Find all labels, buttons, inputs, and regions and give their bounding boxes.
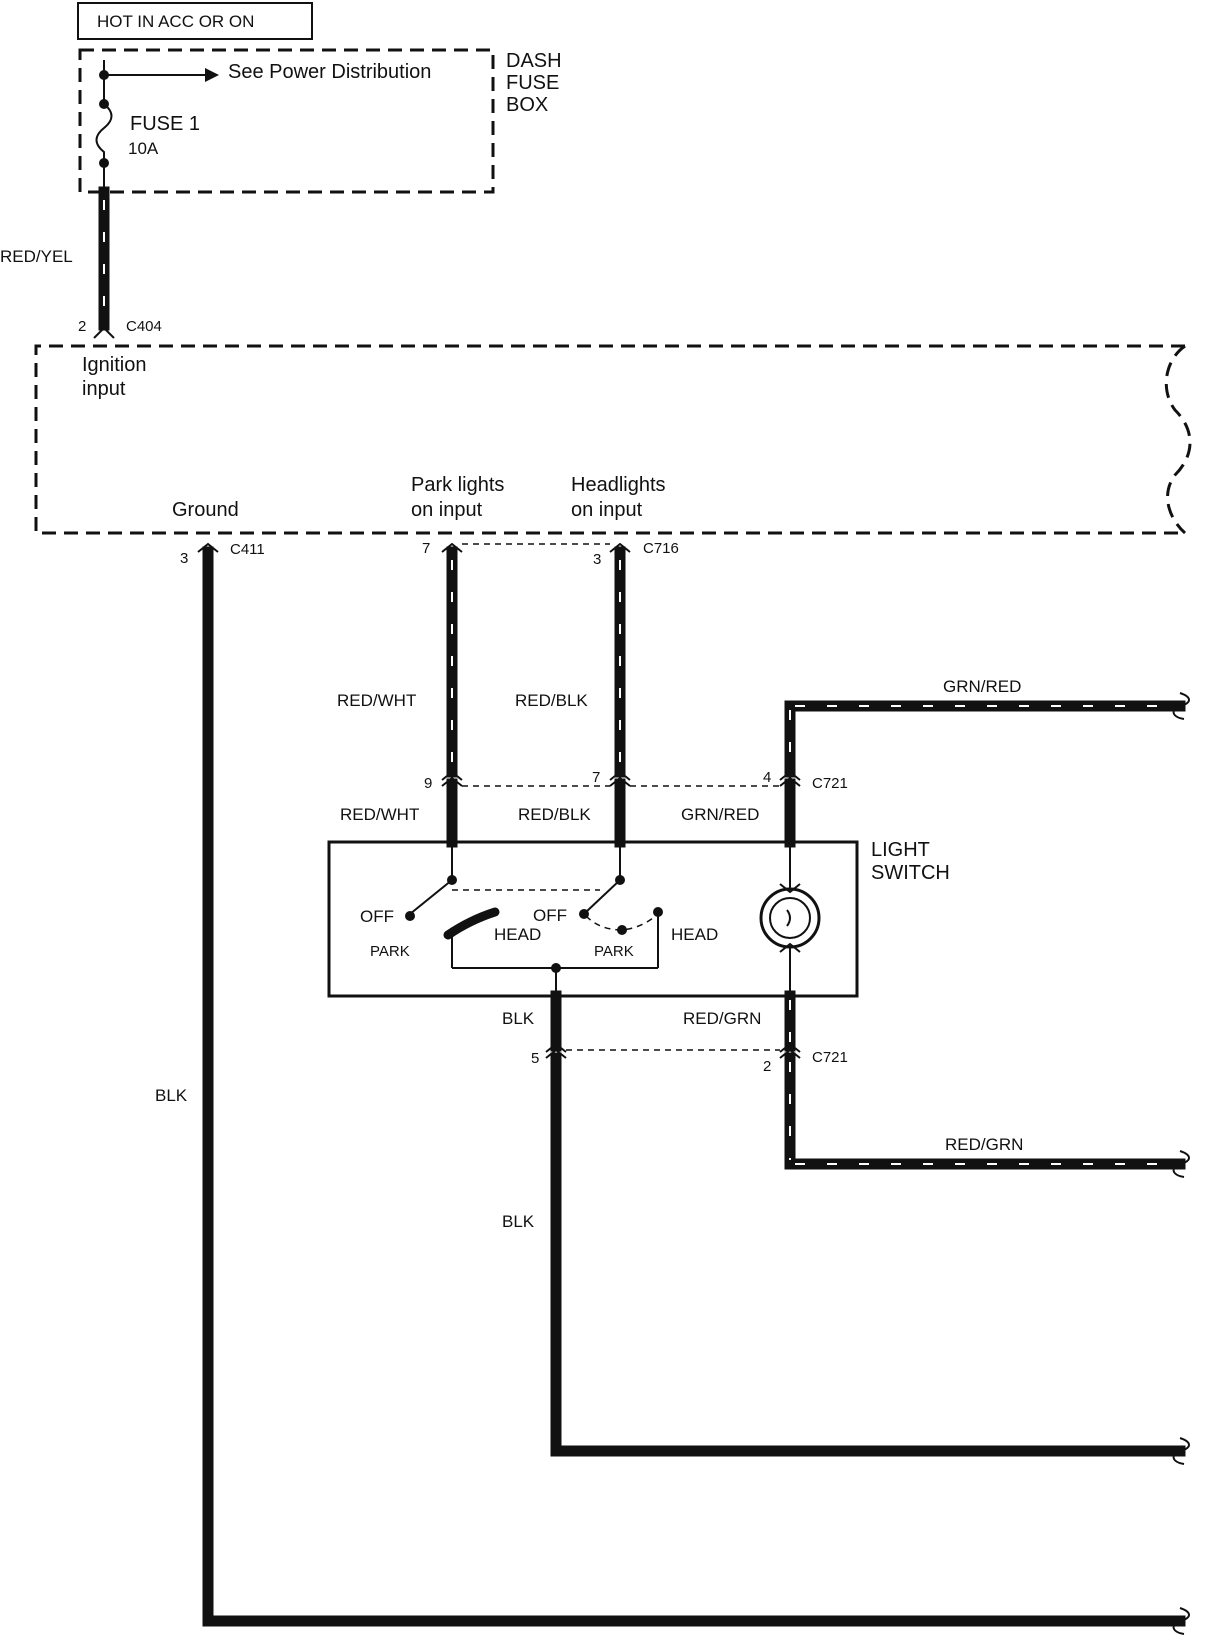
light-switch: LIGHT SWITCH OFF PARK HEAD OFF PARK HEAD — [327, 839, 950, 998]
module-box: Ignition input Ground Park lights on inp… — [34, 344, 1192, 535]
c404-name: C404 — [126, 318, 162, 335]
park-input-line-1: Park lights — [411, 474, 504, 496]
wire-fuse-feed: RED/YEL — [0, 186, 110, 331]
switch-off-2: OFF — [533, 906, 567, 925]
power-note: HOT IN ACC OR ON — [77, 2, 313, 40]
fuse-box-label-line-2: FUSE — [506, 72, 559, 94]
arrow-right-icon — [205, 68, 219, 82]
wire-label-switch-ground-lower: BLK — [502, 1212, 535, 1231]
wire-label-switch-ground-upper: BLK — [502, 1009, 535, 1028]
wire-continues-icon — [1172, 1150, 1190, 1178]
c716-pin-park: 7 — [422, 540, 430, 557]
fuse-box-label-line-3: BOX — [506, 94, 548, 116]
head-input-line-2: on input — [571, 499, 643, 521]
switch-head-2: HEAD — [671, 925, 718, 944]
wire-label-dimmer-in-upper: GRN/RED — [943, 677, 1021, 696]
connector-c411: 3 C411 — [180, 541, 265, 567]
wire-continues-icon — [1172, 1437, 1190, 1465]
park-switch-blade — [409, 879, 453, 915]
wire-label-head-upper: RED/BLK — [515, 691, 588, 710]
wire-label-head-lower: RED/BLK — [518, 805, 591, 824]
fuse-icon — [95, 103, 113, 163]
wire-label-dimmer-out-lower: RED/GRN — [945, 1135, 1023, 1154]
wire-continues-icon — [1172, 692, 1190, 720]
c721-top-pin-head: 7 — [592, 769, 600, 786]
c404-pin: 2 — [78, 318, 86, 335]
park-contact-arc — [443, 907, 500, 940]
wire-label-module-ground: BLK — [155, 1086, 188, 1105]
dash-fuse-box: DASH FUSE BOX See Power Distribution FUS… — [78, 48, 562, 194]
power-note-text: HOT IN ACC OR ON — [97, 12, 254, 31]
fuse-name: FUSE 1 — [130, 113, 200, 135]
c721-top-name: C721 — [812, 775, 848, 792]
connector-c721-bottom: 5 2 C721 — [531, 1042, 848, 1075]
switch-off-1: OFF — [360, 907, 394, 926]
light-switch-label-line-1: LIGHT — [871, 839, 930, 861]
connector-c716: 7 3 C716 — [422, 540, 679, 568]
c721-bottom-name: C721 — [812, 1049, 848, 1066]
c721-bottom-pin-ground: 5 — [531, 1050, 539, 1067]
park-input-line-2: on input — [411, 499, 483, 521]
fuse-box-label-line-1: DASH — [506, 50, 562, 72]
wire-module-ground: BLK — [155, 546, 1190, 1635]
ground-input-label: Ground — [172, 499, 239, 521]
wire-switch-ground: BLK BLK — [502, 990, 1190, 1465]
wire-head: RED/BLK RED/BLK — [515, 546, 626, 848]
c721-top-pin-park: 9 — [424, 775, 432, 792]
switch-park-2: PARK — [594, 943, 634, 960]
power-ref-text: See Power Distribution — [228, 61, 431, 83]
switch-park-1: PARK — [370, 943, 410, 960]
head-switch-blade — [585, 879, 621, 913]
c411-pin: 3 — [180, 550, 188, 567]
ignition-input-line-1: Ignition — [82, 354, 147, 376]
wire-continues-icon — [1172, 1607, 1190, 1635]
ignition-input-line-2: input — [82, 378, 126, 400]
wire-label-fuse-feed: RED/YEL — [0, 247, 73, 266]
connector-c721-top: 9 7 4 C721 — [424, 769, 848, 792]
wire-dimmer-out: RED/GRN RED/GRN — [683, 990, 1190, 1178]
c716-pin-head: 3 — [593, 551, 601, 568]
switch-head-1: HEAD — [494, 925, 541, 944]
fuse-rating: 10A — [128, 139, 159, 158]
light-switch-label-line-2: SWITCH — [871, 862, 950, 884]
head-input-line-1: Headlights — [571, 474, 666, 496]
wire-park: RED/WHT RED/WHT — [337, 546, 458, 848]
wire-label-park-lower: RED/WHT — [340, 805, 419, 824]
c716-name: C716 — [643, 540, 679, 557]
connector-c404: 2 C404 — [78, 318, 162, 339]
wire-label-dimmer-out-upper: RED/GRN — [683, 1009, 761, 1028]
wire-label-park-upper: RED/WHT — [337, 691, 416, 710]
wire-label-dimmer-in-lower: GRN/RED — [681, 805, 759, 824]
c721-bottom-pin-dimmer: 2 — [763, 1058, 771, 1075]
c721-top-pin-dimmer: 4 — [763, 769, 771, 786]
wire-dimmer-in: GRN/RED GRN/RED — [681, 677, 1190, 848]
c411-name: C411 — [230, 541, 265, 558]
